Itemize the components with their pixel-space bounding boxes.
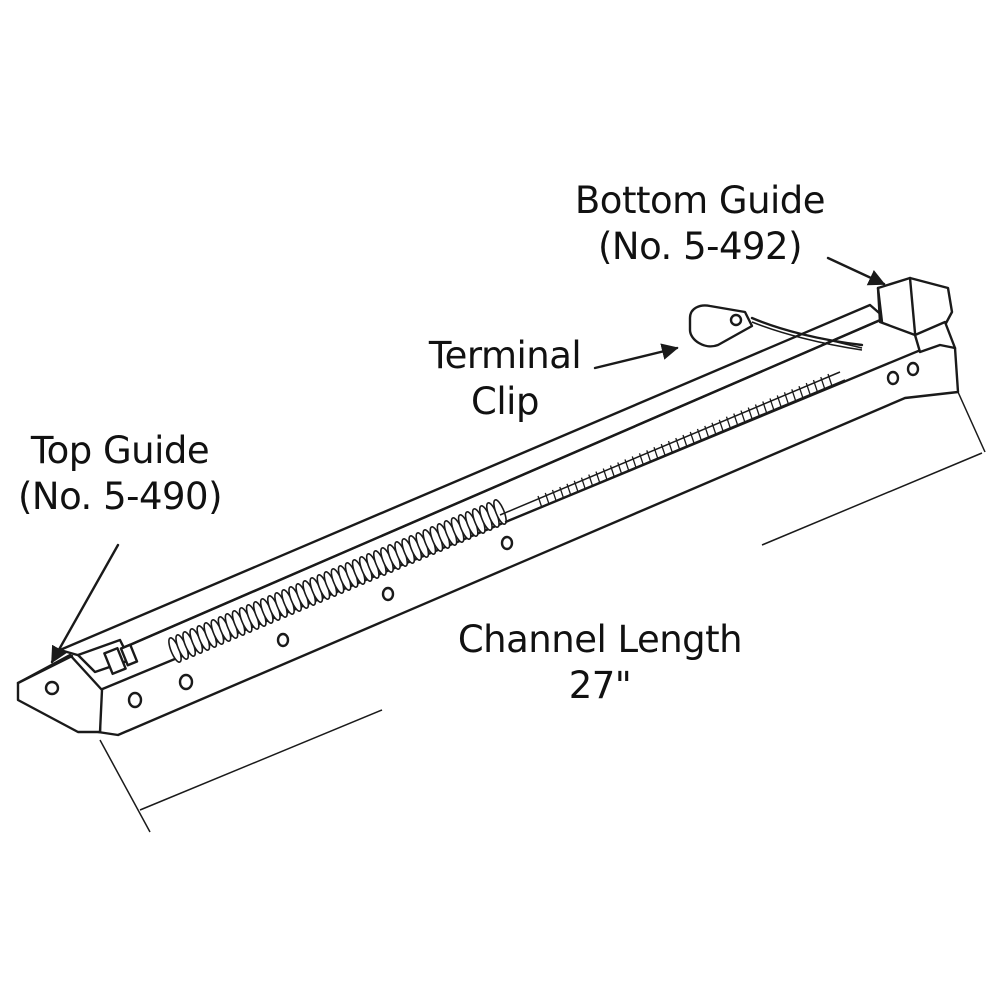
rod-tooth [617, 462, 623, 475]
rod-tooth [754, 404, 761, 417]
rod-tooth [827, 373, 833, 387]
leader-arrows [50, 256, 886, 664]
spring-coil-turn [493, 499, 507, 525]
rod-tooth [718, 419, 724, 433]
rod-tooth [740, 410, 746, 423]
terminal-clip-line2: Clip [471, 380, 539, 423]
rod-tooth [566, 483, 572, 497]
top-guide-hole [44, 680, 60, 696]
rod-tooth [551, 489, 558, 503]
rod-tooth [667, 440, 674, 454]
bottom-guide-title: Bottom Guide [574, 179, 826, 222]
rod-tooth [711, 422, 717, 436]
rod-tooth [769, 398, 775, 411]
rod-tooth [812, 379, 819, 393]
rod-tooth [791, 389, 797, 402]
terminal-clip-label: Terminal Clip [405, 333, 605, 425]
rod-tooth [675, 437, 681, 451]
rod-tooth [573, 480, 579, 494]
terminal-clip-line1: Terminal [428, 334, 582, 377]
rod-tooth [733, 413, 739, 426]
rod-tooth [747, 407, 753, 420]
bottom-guide-label: Bottom Guide (No. 5-492) [560, 178, 840, 270]
rod-tooth [725, 416, 732, 429]
rod-tooth [602, 468, 608, 481]
rod-tooth [696, 428, 703, 442]
rod-tooth [798, 385, 804, 399]
rod-tooth [776, 395, 782, 408]
rod-tooth [682, 434, 688, 448]
mounting-holes [127, 361, 920, 709]
coil-spring [168, 499, 507, 663]
rod-tooth [660, 443, 666, 457]
rod-tooth [624, 459, 630, 472]
dimension-lines [99, 391, 986, 833]
bottom-guide-part-number: (No. 5-492) [597, 225, 803, 268]
top-guide-arrow [50, 543, 120, 664]
rod-tooth [805, 382, 811, 396]
top-guide-title: Top Guide [30, 429, 210, 472]
rod-tooth [588, 474, 594, 487]
bottom-guide-arrow [826, 256, 886, 286]
rod-tooth [783, 392, 790, 405]
rod-tooth [559, 486, 565, 500]
rod-tooth [653, 446, 659, 460]
rod-tooth [609, 465, 616, 478]
rod-tooth [631, 456, 637, 469]
bottom-guide-part [876, 276, 957, 354]
top-guide-part-number: (No. 5-490) [17, 475, 223, 518]
rod-tooth [820, 376, 826, 390]
rod-tooth [537, 495, 543, 509]
balance-rod [537, 373, 833, 509]
rod-tooth [580, 477, 587, 490]
channel-length-title: Channel Length [457, 618, 743, 661]
top-guide-part [16, 653, 104, 734]
terminal-clip-arrow [593, 343, 679, 370]
channel-length-value: 27" [568, 664, 632, 707]
rod-tooth [638, 453, 645, 466]
rod-tooth [689, 431, 695, 445]
terminal-clip-part [688, 304, 864, 351]
channel-length-label: Channel Length 27" [440, 617, 760, 709]
rod-tooth [544, 492, 550, 506]
rod-tooth [595, 471, 601, 484]
rod-tooth [646, 450, 652, 463]
balance-channel [16, 276, 960, 737]
rod-tooth [704, 425, 710, 439]
top-guide-label: Top Guide (No. 5-490) [10, 428, 230, 520]
rod-tooth [762, 401, 768, 414]
